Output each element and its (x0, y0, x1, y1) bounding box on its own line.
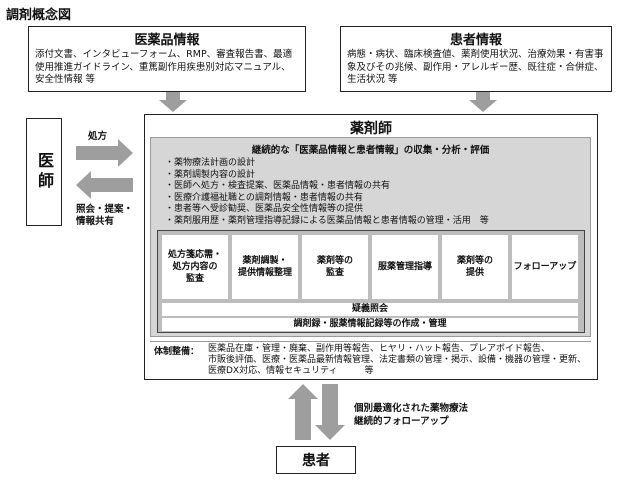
patient-info-body: 病態・病状、臨床検査値、薬剤使用状況、治療効果・有害事象及びその兆候、副作用・ア… (347, 49, 604, 85)
patient-info-title: 患者情報 (449, 33, 502, 48)
list-item: ・薬剤服用歴・薬剤管理指導記録による医薬品情報と患者情報の管理・活用 等 (165, 215, 489, 226)
process-area: 処方箋応需・ 処方内容の 監査 薬剤調製・ 提供情報整理 薬剤等の 監査 服薬管… (157, 230, 585, 333)
page-title: 調剤概念図 (6, 8, 72, 23)
patient-label: 患者 (302, 453, 330, 469)
infra-line: 医薬品在庫・管理・廃棄、副作用等報告、ヒヤリ・ハット報告、プレアボイド報告、 (208, 344, 551, 354)
drug-info-title: 医薬品情報 (134, 33, 200, 48)
infra-line: 医療DX対応、情報セキュリティ 等 (208, 366, 374, 376)
analysis-panel: 継続的な「医薬品情報と患者情報」の収集・分析・評価 ・薬物療法計画の設計 ・薬剤… (150, 137, 591, 337)
inquiry-label: 照会・提案・ 情報共有 (76, 204, 134, 227)
record-bar: 調剤録・服薬情報記録等の作成・管理 (162, 318, 578, 331)
infra-label: 体制整備： (154, 347, 200, 357)
list-item: ・薬物療法計画の設計 (165, 158, 256, 168)
step-follow-up: フォローアップ (512, 235, 578, 299)
prescription-label: 処方 (88, 131, 108, 142)
pharmacist-title: 薬剤師 (350, 121, 392, 137)
down-arrow-to-patient (315, 384, 345, 440)
doctor-box: 医師 (26, 118, 62, 226)
infra-line: 市販後評価、医療・医薬品最新情報管理、法定書類の管理・掲示、設備・機器の管理・更… (208, 355, 587, 365)
up-arrow-patient (288, 384, 318, 440)
down-arrow-patient-info (469, 92, 497, 112)
query-bar: 疑義照会 (162, 303, 578, 316)
step-drug-audit: 薬剤等の 監査 (302, 235, 368, 299)
down-arrow-drug-info (159, 92, 187, 112)
step-prescription-audit: 処方箋応需・ 処方内容の 監査 (162, 235, 228, 299)
drug-info-body: 添付文書、インタビューフォーム、RMP、審査報告書、最適使用推進ガイドライン、重… (35, 49, 293, 85)
left-arrow-inquiry (76, 171, 133, 199)
analysis-subtitle: 継続的な「医薬品情報と患者情報」の収集・分析・評価 (251, 145, 490, 156)
infra-text: 医薬品在庫・管理・廃棄、副作用等報告、ヒヤリ・ハット報告、プレアボイド報告、 市… (208, 344, 586, 377)
optimize-label: 個別最適化された薬物療法 継続的フォローアップ (354, 403, 469, 427)
drug-info-box: 医薬品情報 添付文書、インタビューフォーム、RMP、審査報告書、最適使用推進ガイ… (28, 26, 306, 92)
list-item: ・薬剤調製内容の設計 (165, 169, 256, 180)
analysis-list: ・薬物療法計画の設計 ・薬剤調製内容の設計 ・医師へ処方・検査提案、医薬品情報・… (165, 158, 590, 228)
step-drug-provision: 薬剤等の 提供 (442, 235, 508, 299)
step-dispensing: 薬剤調製・ 提供情報整理 (232, 235, 298, 299)
list-item: ・患者等へ受診勧奨、医薬品安全性情報等の提供 (165, 204, 364, 215)
list-item: ・医療介護福祉職との調剤情報・患者情報の共有 (165, 192, 363, 203)
patient-box: 患者 (276, 446, 356, 474)
list-item: ・医師へ処方・検査提案、医薬品情報・患者情報の共有 (165, 181, 391, 192)
right-arrow-prescription (76, 139, 133, 167)
patient-info-box: 患者情報 病態・病状、臨床検査値、薬剤使用状況、治療効果・有害事象及びその兆候、… (340, 26, 612, 92)
pharmacist-box: 薬剤師 継続的な「医薬品情報と患者情報」の収集・分析・評価 ・薬物療法計画の設計… (144, 114, 598, 380)
infra-section: 体制整備： 医薬品在庫・管理・廃棄、副作用等報告、ヒヤリ・ハット報告、プレアボイ… (150, 341, 591, 377)
doctor-label: 医師 (35, 152, 54, 192)
step-medication-guidance: 服薬管理指導 (372, 235, 438, 299)
